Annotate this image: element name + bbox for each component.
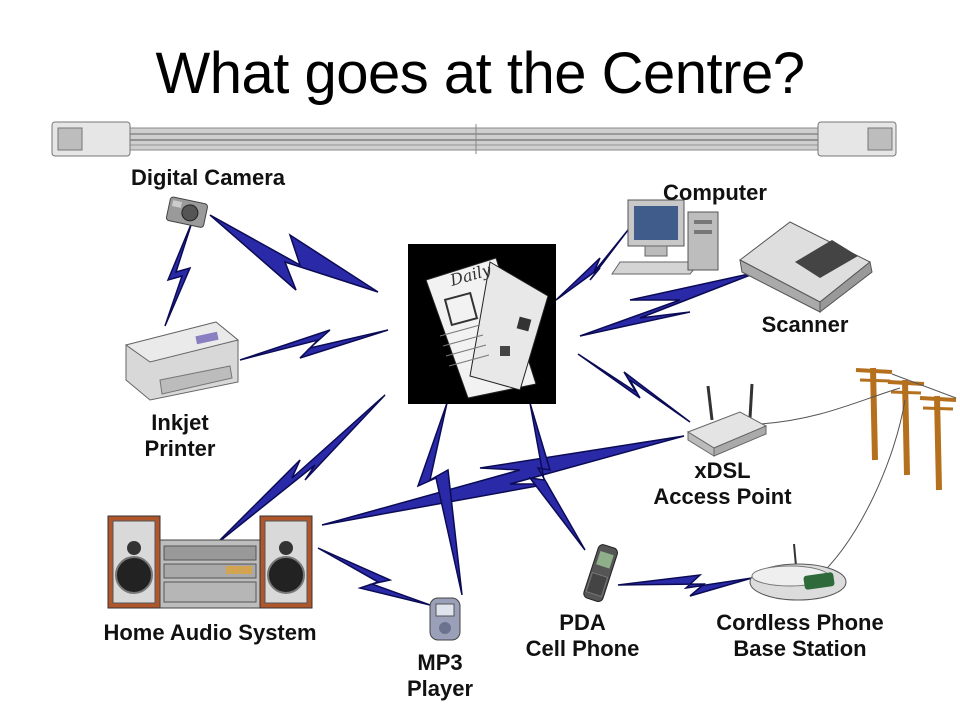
mp3-player-icon	[429, 597, 461, 641]
label-inkjet-line2: Printer	[144, 436, 216, 461]
bolt-centre-pda	[528, 402, 586, 551]
label-computer: Computer	[663, 180, 767, 205]
label-xdsl-line2: Access Point	[653, 484, 792, 509]
home-audio-system-icon	[107, 515, 313, 609]
label-inkjet-line1: Inkjet	[151, 410, 209, 435]
label-cordless-line2: Base Station	[733, 636, 867, 661]
label-home-audio-system: Home Audio System	[103, 620, 317, 645]
wireless-links	[164, 214, 759, 606]
bolt-centre-mp3	[416, 402, 463, 596]
bolt-audio-mp3	[317, 547, 431, 606]
cordless-phone-icon	[749, 543, 847, 601]
label-xdsl-access-point: xDSL Access Point	[630, 458, 815, 510]
label-mp3-player: MP3 Player	[370, 650, 510, 702]
ethernet-cable-icon	[51, 121, 897, 157]
bolt-audio-centre	[214, 394, 386, 546]
bolt-camera-centre	[209, 214, 379, 293]
cell-phone-icon	[583, 544, 618, 603]
centre-image: Daily	[408, 244, 556, 404]
scanner-icon	[739, 221, 873, 314]
label-cordless-line1: Cordless Phone	[716, 610, 884, 635]
label-cordless-phone: Cordless Phone Base Station	[680, 610, 920, 662]
label-digital-camera: Digital Camera	[130, 165, 286, 190]
inkjet-printer-icon	[124, 321, 240, 401]
xdsl-access-point-icon	[686, 383, 768, 457]
computer-icon	[611, 199, 719, 275]
label-pda-line1: PDA	[559, 610, 606, 635]
label-inkjet-printer: Inkjet Printer	[110, 410, 250, 462]
bolt-centre-xdsl	[577, 353, 691, 423]
label-mp3-line1: MP3	[417, 650, 463, 675]
bolt-printer-centre	[239, 329, 389, 361]
label-xdsl-line1: xDSL	[694, 458, 751, 483]
digital-camera-icon	[165, 196, 208, 228]
bolt-camera-printer	[164, 221, 193, 327]
label-pda-cell-phone: PDA Cell Phone	[500, 610, 665, 662]
label-pda-line2: Cell Phone	[525, 636, 640, 661]
page-title: What goes at the Centre?	[155, 41, 805, 106]
bolt-centre-computer	[555, 229, 629, 301]
bolt-pda-cordless	[617, 573, 753, 597]
label-mp3-line2: Player	[406, 676, 474, 701]
telephone-poles-icon	[759, 367, 957, 581]
label-scanner: Scanner	[761, 312, 849, 337]
